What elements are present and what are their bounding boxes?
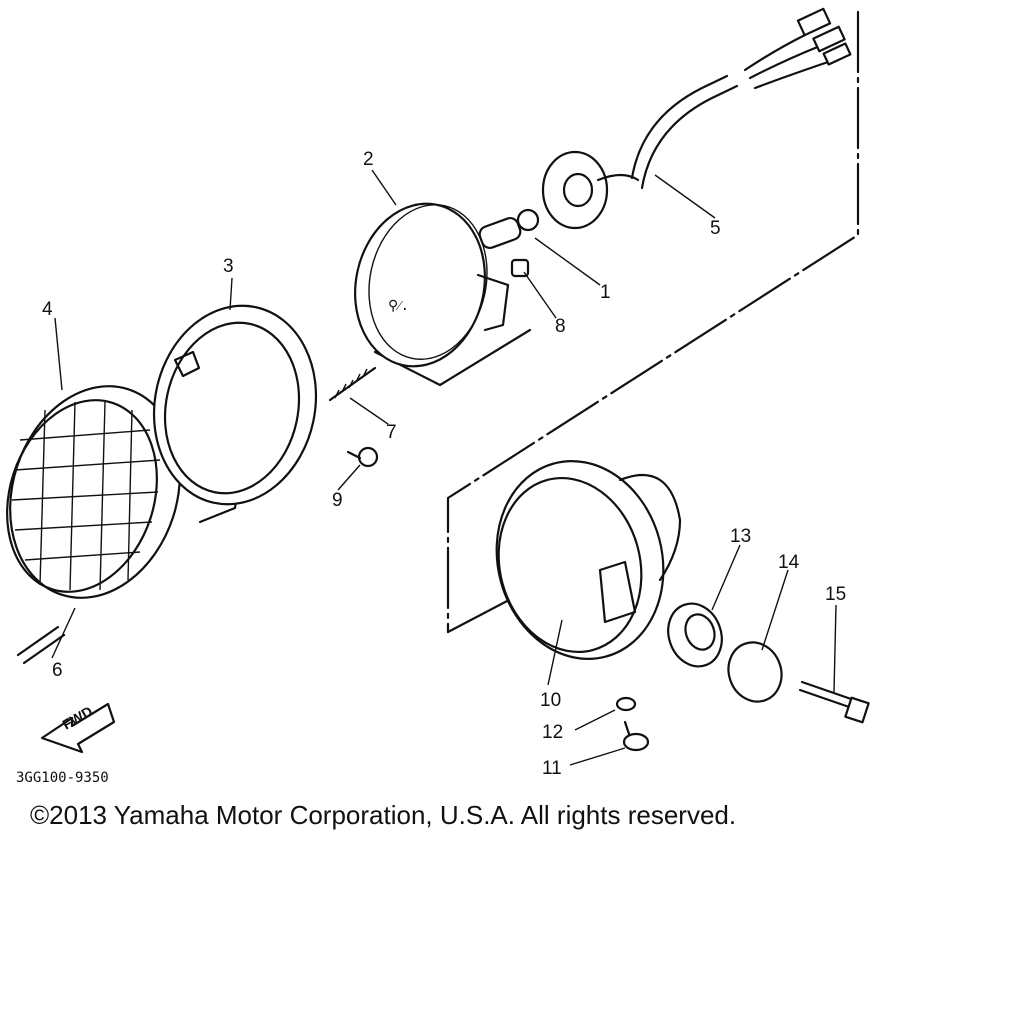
callout-14: 14 bbox=[778, 552, 800, 573]
callout-11: 11 bbox=[542, 758, 562, 779]
headlight-guard-rim-part bbox=[6, 385, 181, 599]
cover-plate-part bbox=[727, 641, 783, 703]
adjusting-screw-part bbox=[346, 446, 379, 468]
callout-15: 15 bbox=[825, 584, 846, 605]
callout-6: 6 bbox=[52, 660, 63, 681]
callout-numbers: 2 3 4 5 1 8 7 9 6 10 13 14 15 12 11 bbox=[42, 149, 846, 779]
sealed-beam-unit-part: ⚲⁄. bbox=[354, 202, 510, 368]
leader-lines bbox=[51, 169, 837, 766]
forward-arrow: FWD bbox=[40, 703, 116, 754]
headlight-housing-part bbox=[495, 460, 682, 660]
adjusting-spring-part bbox=[328, 366, 377, 402]
headlight-trim-ring-part bbox=[152, 304, 318, 506]
mounting-bolt-part bbox=[798, 680, 870, 724]
callout-5: 5 bbox=[710, 218, 721, 239]
callout-8: 8 bbox=[555, 316, 566, 337]
callout-4: 4 bbox=[42, 299, 53, 320]
svg-text:⚲⁄.: ⚲⁄. bbox=[388, 298, 409, 314]
socket-cord-part bbox=[541, 7, 852, 230]
callout-2: 2 bbox=[363, 149, 374, 170]
diagram-code: 3GG100-9350 bbox=[16, 770, 109, 786]
bulb-part bbox=[478, 208, 540, 250]
screw-part bbox=[622, 720, 650, 752]
copyright-notice: ©2013 Yamaha Motor Corporation, U.S.A. A… bbox=[30, 800, 737, 830]
callout-9: 9 bbox=[332, 490, 343, 511]
callout-7: 7 bbox=[386, 422, 397, 443]
callout-1: 1 bbox=[600, 282, 611, 303]
callout-13: 13 bbox=[730, 526, 751, 547]
callout-12: 12 bbox=[542, 722, 563, 743]
grommet-part bbox=[667, 602, 723, 668]
screw-6-part bbox=[16, 625, 66, 665]
callout-3: 3 bbox=[223, 256, 234, 277]
washer-part bbox=[615, 696, 637, 712]
callout-10: 10 bbox=[540, 690, 561, 711]
